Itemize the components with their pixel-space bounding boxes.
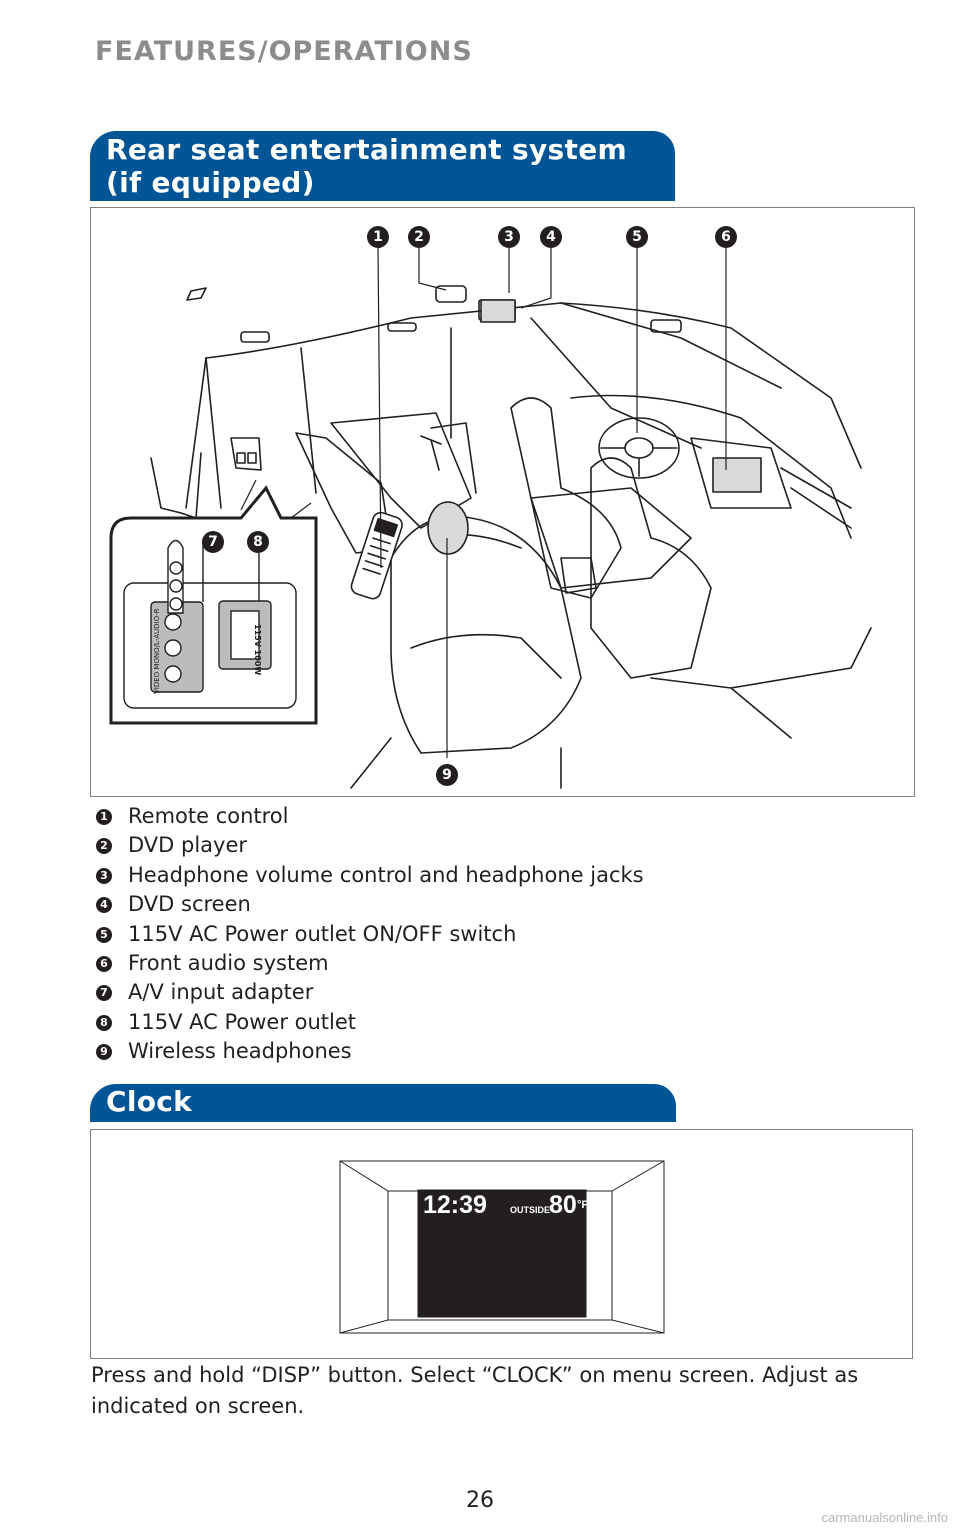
callout-3: 3 [498,226,520,248]
rear-seat-subtitle: (if equipped) [106,166,315,199]
section-heading: FEATURES/OPERATIONS [95,36,473,67]
jack-label: VIDEO MONO/L-AUDIO-R [153,608,161,694]
rear-seat-title: Rear seat entertainment system [106,133,627,166]
callout-8: 8 [247,531,269,553]
clock-time: 12:39 [423,1191,487,1219]
callout-4: 4 [540,226,562,248]
temperature-unit: °F [577,1199,589,1211]
callout-2: 2 [408,226,430,248]
clock-instructions: Press and hold “DISP” button. Select “CL… [91,1363,859,1418]
outside-label: OUTSIDE [510,1205,551,1215]
clock-banner: Clock [90,1084,676,1122]
callout-5: 5 [626,226,648,248]
interior-illustration: VIDEO MONO/L-AUDIO-R 115V 100W 1 2 3 4 5… [90,207,915,797]
page-number: 26 [466,1488,494,1513]
outlet-label: 115V 100W [253,624,262,675]
vehicle-interior-drawing: VIDEO MONO/L-AUDIO-R 115V 100W [109,247,872,789]
callout-9: 9 [436,764,458,786]
callout-6: 6 [715,226,737,248]
watermark: carmanualsonline.info [821,1510,948,1525]
clock-display-drawing [339,1160,665,1334]
rear-seat-banner: Rear seat entertainment system (if equip… [90,131,675,201]
callout-7: 7 [202,531,224,553]
clock-title: Clock [106,1085,193,1118]
outside-temperature: 80 [549,1191,577,1219]
clock-illustration [90,1129,913,1359]
callout-1: 1 [367,226,389,248]
